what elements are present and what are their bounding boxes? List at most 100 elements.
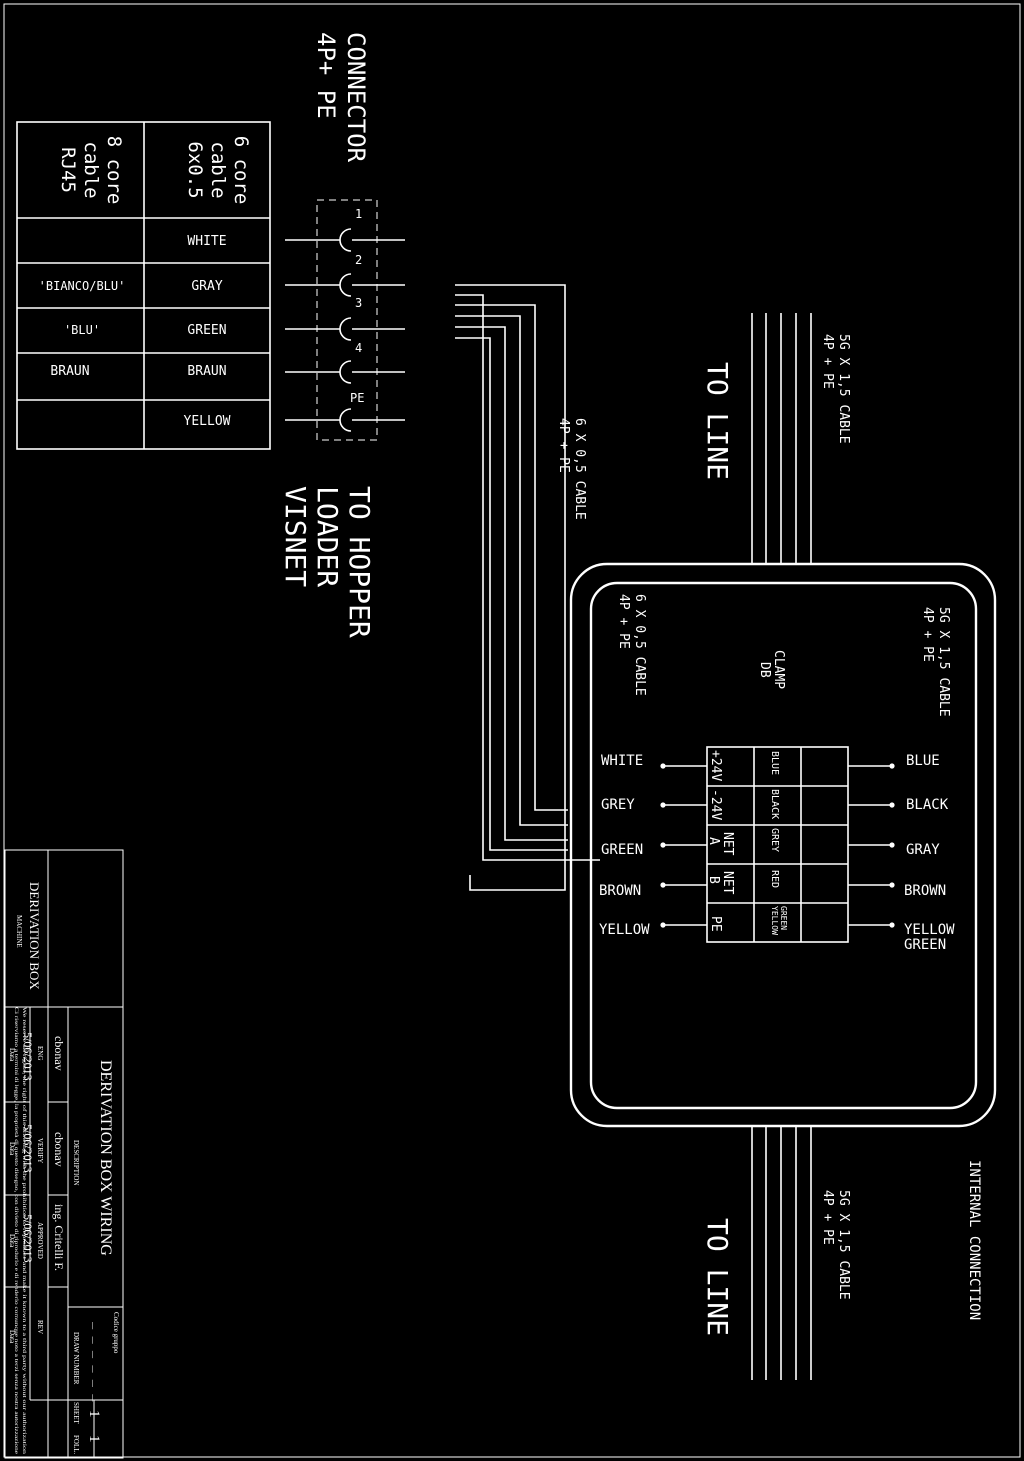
left-terminal <box>660 922 666 928</box>
box-cable-5g-l1: 5G X 1,5 CABLE <box>936 607 951 717</box>
cable-5g-bottom-label: 5G X 1,5 CABLE 4P + PE <box>820 1190 851 1300</box>
svg-text:YELLOW: YELLOW <box>770 906 779 935</box>
right-label-blue: BLUE <box>906 753 940 769</box>
svg-text:DESCRIPTION: DESCRIPTION <box>72 1140 80 1186</box>
cable-wire <box>455 326 568 841</box>
cable-5g-top-label: 5G X 1,5 CABLE 4P + PE <box>820 334 851 444</box>
clamp-terminal-block: +24V -24V NET A NET B PE BLUE BLACK GREY… <box>706 746 849 943</box>
to-line-top: TO LINE <box>701 362 734 480</box>
header-8core-1: 8 core <box>103 136 125 205</box>
svg-text:A: A <box>706 837 721 845</box>
internal-connection-label: INTERNAL CONNECTION <box>966 1160 982 1320</box>
pin-label: 3 <box>355 296 362 310</box>
to-line-bottom: TO LINE <box>701 1218 734 1336</box>
header-8core-3: RJ45 <box>57 147 79 193</box>
svg-text:LOADER: LOADER <box>311 486 344 587</box>
cell-6-white: WHITE <box>187 234 226 249</box>
pin-label: 2 <box>355 253 362 267</box>
cell-8-blu: 'BLU' <box>64 323 100 337</box>
right-label-gray: GRAY <box>906 842 940 858</box>
svg-text:PE: PE <box>708 916 723 932</box>
cable-wire <box>455 315 568 826</box>
svg-text:TO LINE: TO LINE <box>701 1218 734 1336</box>
svg-text:Data: Data <box>8 1048 16 1062</box>
svg-text:APPROVED: APPROVED <box>36 1222 44 1259</box>
box-cable-5g-l2: 4P + PE <box>920 607 935 662</box>
pin-socket <box>339 228 352 252</box>
pin-label: PE <box>350 391 364 405</box>
right-terminal <box>889 922 895 928</box>
left-label-yellow: YELLOW <box>599 922 650 938</box>
header-8core-2: cable <box>80 141 102 198</box>
header-6core-2: cable <box>207 141 229 198</box>
svg-text:B: B <box>706 876 721 884</box>
svg-text:4P + PE: 4P + PE <box>820 334 835 389</box>
connector-title: CONNECTOR <box>342 32 370 163</box>
svg-text:REV: REV <box>36 1320 44 1334</box>
cable-wire <box>455 304 568 811</box>
right-terminal <box>889 763 895 769</box>
right-label-black: BLACK <box>906 797 949 813</box>
right-label-green: GREEN <box>904 937 946 953</box>
svg-text:SHEET: SHEET <box>72 1402 80 1425</box>
left-label-grey: GREY <box>601 797 635 813</box>
svg-text:5G X 1,5 CABLE: 5G X 1,5 CABLE <box>836 334 851 444</box>
draw-number: _ _ _ _ _ _ <box>92 1322 106 1402</box>
svg-text:FOLL.: FOLL. <box>72 1435 80 1455</box>
sheet-number: 1 <box>86 1410 102 1418</box>
derivation-box: 6 X 0,5 CABLE 4P + PE 5G X 1,5 CABLE 4P … <box>569 562 997 1128</box>
clamp-label: CLAMP <box>771 650 786 689</box>
cell-8-bianco-blu: 'BIANCO/BLU' <box>39 279 126 293</box>
wire-color-table: 6 core cable 6x0.5 8 core cable RJ45 WHI… <box>16 121 271 450</box>
foll-number: 1 <box>86 1435 102 1443</box>
left-label-green: GREEN <box>601 842 643 858</box>
cable-wire <box>455 337 568 851</box>
cell-8-braun: BRAUN <box>50 364 89 379</box>
box-cable-6-l1: 6 X 0,5 CABLE <box>632 594 647 696</box>
left-terminal <box>660 763 666 769</box>
svg-text:Data: Data <box>8 1142 16 1156</box>
cell-6-green: GREEN <box>187 323 226 338</box>
svg-text:NET: NET <box>720 871 735 895</box>
svg-text:ENG: ENG <box>36 1046 44 1060</box>
svg-text:INTERNAL CONNECTION: INTERNAL CONNECTION <box>966 1160 982 1320</box>
pin-socket <box>339 408 352 432</box>
svg-text:DRAW NUMBER: DRAW NUMBER <box>72 1332 80 1385</box>
svg-text:GREY: GREY <box>769 828 780 852</box>
svg-text:Data: Data <box>8 1330 16 1344</box>
cell-6-braun: BRAUN <box>187 364 226 379</box>
right-terminal <box>889 882 895 888</box>
connector-subtitle: 4P+ PE <box>312 32 340 119</box>
svg-text:cbonav: cbonav <box>52 1132 66 1167</box>
legal-note-en: We reserve all rights, the right of this… <box>21 1007 28 1455</box>
svg-text:cbonav: cbonav <box>52 1036 66 1071</box>
svg-text:BLUE: BLUE <box>769 751 780 775</box>
svg-text:+24V: +24V <box>708 750 723 781</box>
cable-5g-top-wires <box>751 313 812 564</box>
svg-text:5G X 1,5 CABLE: 5G X 1,5 CABLE <box>836 1190 851 1300</box>
svg-text:TO LINE: TO LINE <box>701 362 734 480</box>
svg-text:5/06/2013: 5/06/2013 <box>21 1214 35 1263</box>
cable-6x05-label: 6 X 0,5 CABLE 4P + PE <box>556 418 587 520</box>
cell-6-yellow: YELLOW <box>184 414 231 429</box>
right-terminal <box>889 842 895 848</box>
cell-6-gray: GRAY <box>191 279 222 294</box>
svg-text:ing. Critelli F.: ing. Critelli F. <box>52 1204 66 1271</box>
svg-text:Codice gruppo: Codice gruppo <box>112 1312 120 1354</box>
left-label-white: WHITE <box>601 753 643 769</box>
svg-text:Data: Data <box>8 1234 16 1248</box>
svg-text:RED: RED <box>769 870 780 888</box>
machine-name: DERIVATION BOX <box>27 882 42 990</box>
right-terminal <box>889 802 895 808</box>
svg-text:TO HOPPER: TO HOPPER <box>343 486 376 638</box>
legal-note-it: Ci riserviamo a termini di legge, la pro… <box>13 1007 19 1455</box>
cable-6x05-wires <box>455 284 600 891</box>
left-terminal <box>660 802 666 808</box>
drawing-description: DERIVATION BOX WIRING <box>97 1060 114 1256</box>
pin-socket <box>339 317 352 341</box>
left-terminal <box>660 882 666 888</box>
to-hopper-label: TO HOPPER LOADER VISNET <box>279 486 376 638</box>
cable-5g-bottom-wires <box>751 1126 812 1380</box>
svg-text:MACHINE: MACHINE <box>15 915 23 948</box>
